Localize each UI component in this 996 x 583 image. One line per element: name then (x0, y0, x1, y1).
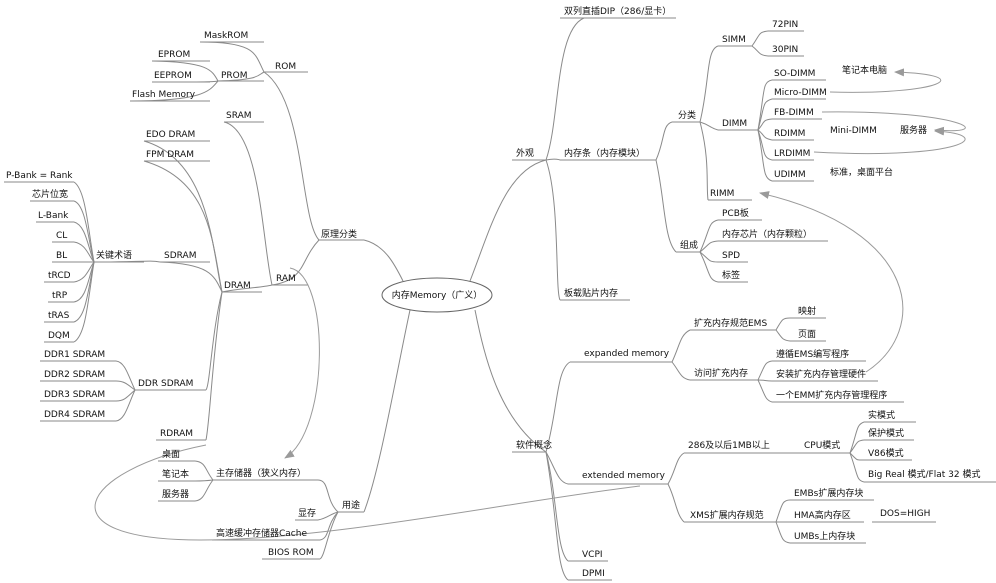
node-yongtu[interactable]: 用途 (342, 499, 360, 511)
node-chip[interactable]: 内存芯片（内存颗粒） (722, 228, 812, 240)
node-30pin[interactable]: 30PIN (772, 45, 798, 55)
node-sodimm[interactable]: SO-DIMM (774, 69, 815, 79)
node-zhucun[interactable]: 主存储器（狭义内存） (216, 467, 306, 479)
node-hma[interactable]: HMA高内存区 (794, 509, 851, 521)
node-fangwen[interactable]: 访问扩充内存 (694, 367, 748, 379)
node-ruanjian[interactable]: 软件概念 (516, 439, 552, 451)
node-notebook[interactable]: 笔记本 (162, 468, 189, 480)
node-spd[interactable]: SPD (722, 251, 740, 261)
node-doshigh[interactable]: DOS=HIGH (880, 509, 930, 519)
term-cl[interactable]: CL (56, 231, 67, 241)
term-width[interactable]: 芯片位宽 (32, 188, 68, 200)
node-maskrom[interactable]: MaskROM (204, 31, 248, 41)
underlines (4, 17, 996, 581)
term-dqm[interactable]: DQM (48, 331, 70, 341)
branch-connectors (73, 17, 865, 581)
node-eprom[interactable]: EPROM (158, 50, 190, 60)
node-desktop[interactable]: 桌面 (162, 448, 180, 460)
node-rom[interactable]: ROM (275, 62, 296, 72)
node-waiguan[interactable]: 外观 (516, 147, 534, 159)
annotation-notebook: 笔记本电脑 (842, 64, 887, 76)
term-lbank[interactable]: L-Bank (38, 211, 69, 221)
node-xms[interactable]: XMS扩展内存规范 (690, 509, 764, 521)
node-ddr[interactable]: DDR SDRAM (138, 379, 193, 389)
node-bios[interactable]: BIOS ROM (268, 548, 314, 558)
node-z3[interactable]: 一个EMM扩充内存管理程序 (776, 389, 887, 401)
node-server[interactable]: 服务器 (162, 488, 189, 500)
node-fbdimm[interactable]: FB-DIMM (774, 108, 814, 118)
node-expanded[interactable]: expanded memory (584, 349, 670, 359)
node-v86[interactable]: V86模式 (868, 447, 904, 459)
node-udimm[interactable]: UDIMM (774, 170, 806, 180)
node-prot[interactable]: 保护模式 (868, 427, 904, 439)
node-rdram[interactable]: RDRAM (160, 429, 193, 439)
node-ddr3[interactable]: DDR3 SDRAM (44, 390, 105, 400)
node-z1[interactable]: 遵循EMS编写程序 (776, 348, 849, 360)
node-dip[interactable]: 双列直插DIP（286/显卡） (564, 5, 671, 17)
node-pcb[interactable]: PCB板 (722, 207, 749, 219)
node-fenlei[interactable]: 分类 (678, 109, 696, 121)
node-yuanli[interactable]: 原理分类 (321, 228, 357, 240)
term-tras[interactable]: tRAS (48, 311, 70, 321)
node-rimm[interactable]: RIMM (710, 189, 734, 199)
node-biaoqian[interactable]: 标签 (722, 269, 740, 281)
term-pbank[interactable]: P-Bank = Rank (6, 171, 73, 181)
node-edo[interactable]: EDO DRAM (146, 130, 195, 140)
node-sdram[interactable]: SDRAM (164, 251, 196, 261)
node-fpm[interactable]: FPM DRAM (146, 150, 194, 160)
annotation-desktop: 标准，桌面平台 (830, 166, 893, 178)
term-trcd[interactable]: tRCD (48, 271, 71, 281)
node-labels: 原理分类 ROM MaskROM PROM EPROM EEPROM Flash… (6, 5, 980, 579)
node-yemian[interactable]: 页面 (798, 329, 816, 340)
node-microdimm[interactable]: Micro-DIMM (774, 88, 827, 98)
node-ddr1[interactable]: DDR1 SDRAM (44, 350, 105, 360)
node-real[interactable]: 实模式 (868, 409, 895, 421)
node-xiancun[interactable]: 显存 (298, 507, 316, 519)
annotation-minidimm: Mini-DIMM (830, 126, 877, 136)
node-ddr4[interactable]: DDR4 SDRAM (44, 410, 105, 420)
node-terms[interactable]: 关键术语 (96, 249, 132, 261)
node-dram[interactable]: DRAM (224, 281, 251, 291)
node-yingshe[interactable]: 映射 (798, 305, 816, 317)
root-label: 内存Memory（广义） (392, 289, 483, 301)
node-vcpi[interactable]: VCPI (582, 550, 603, 560)
relationship-arrows (94, 68, 966, 541)
node-lrdimm[interactable]: LRDIMM (774, 149, 810, 159)
node-umbs[interactable]: UMBs上内存块 (794, 530, 855, 542)
node-72pin[interactable]: 72PIN (772, 20, 798, 30)
node-zucheng[interactable]: 组成 (680, 239, 698, 251)
node-rdimm[interactable]: RDIMM (774, 129, 805, 139)
node-simm[interactable]: SIMM (722, 35, 746, 45)
node-bigreal[interactable]: Big Real 模式/Flat 32 模式 (868, 468, 980, 480)
term-bl[interactable]: BL (56, 251, 67, 261)
node-ram[interactable]: RAM (276, 274, 296, 284)
node-above1mb[interactable]: 286及以后1MB以上 (688, 440, 770, 451)
node-z2[interactable]: 安装扩充内存管理硬件 (776, 368, 866, 380)
term-trp[interactable]: tRP (52, 291, 68, 301)
node-flash[interactable]: Flash Memory (132, 90, 196, 100)
node-embs[interactable]: EMBs扩展内存块 (794, 487, 863, 499)
node-dimm[interactable]: DIMM (722, 119, 747, 129)
node-cache[interactable]: 高速缓冲存储器Cache (216, 527, 307, 539)
node-sram[interactable]: SRAM (226, 111, 252, 121)
node-ddr2[interactable]: DDR2 SDRAM (44, 370, 105, 380)
node-extended[interactable]: extended memory (582, 471, 666, 481)
node-banzai[interactable]: 板载贴片内存 (564, 287, 618, 299)
annotation-server: 服务器 (900, 124, 927, 136)
node-prom[interactable]: PROM (221, 71, 248, 81)
node-ems[interactable]: 扩充内存规范EMS (694, 317, 767, 329)
node-neicuntiao[interactable]: 内存条（内存模块） (564, 147, 645, 159)
node-dpmi[interactable]: DPMI (582, 569, 605, 579)
root-node[interactable]: 内存Memory（广义） (381, 277, 493, 313)
node-eeprom[interactable]: EEPROM (154, 71, 192, 81)
node-cpu[interactable]: CPU模式 (804, 439, 840, 451)
